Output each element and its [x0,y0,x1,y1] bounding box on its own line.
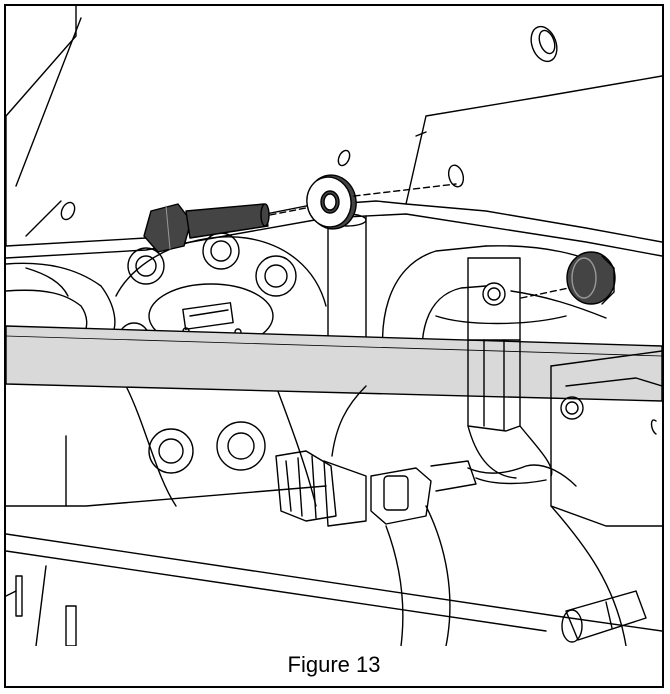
right-bracket [550,350,662,646]
figure-caption: Figure 13 [287,652,381,677]
support-line [35,565,47,646]
washer-alignment-line [353,183,457,197]
support-line [385,525,404,646]
electrical-connector [275,385,577,527]
assembly-illustration [6,6,662,646]
hex-bolt [143,203,270,253]
support-line [425,505,451,646]
cable-clamp [467,257,553,479]
flat-washer [306,174,357,230]
lower-frame [6,435,662,646]
bolt-alignment-line [269,205,317,216]
pin [561,590,647,643]
left-hose [6,262,116,337]
flange-nut [520,251,616,305]
figure-frame: Figure 13 [4,4,664,688]
cross-tube [6,325,662,402]
